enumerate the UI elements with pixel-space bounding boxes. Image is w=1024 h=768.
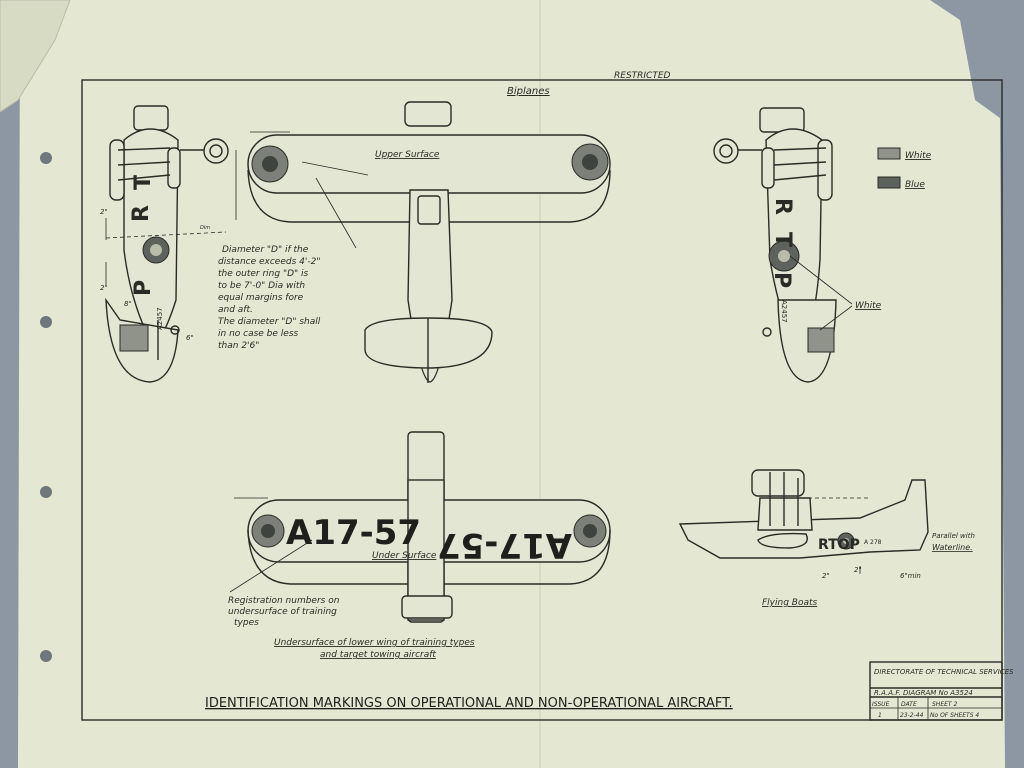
- punch-hole: [40, 650, 52, 662]
- side-letter-r-right: R: [770, 198, 795, 215]
- registration-right: A17-57: [437, 525, 572, 565]
- side-letter-t-right: T: [770, 232, 795, 247]
- right-side-view: T R P A2457 White: [713, 107, 882, 383]
- undersurface-note-line: Undersurface of lower wing of training t…: [274, 638, 475, 648]
- blue-swatch: [877, 176, 901, 189]
- top-view: Upper Surface: [235, 101, 611, 383]
- paper: [18, 0, 1005, 768]
- tb-diagram: R.A.A.F. DIAGRAM No A3524: [874, 689, 973, 697]
- upper-surface-label: Upper Surface: [375, 150, 440, 160]
- note-line: The diameter "D" shall: [218, 317, 321, 327]
- main-title: IDENTIFICATION MARKINGS ON OPERATIONAL A…: [205, 696, 733, 711]
- white-pointer-label: White: [855, 301, 882, 311]
- under-surface-view: A17-57 A17-57 Under Surface: [229, 431, 611, 623]
- reg-note-line: types: [234, 618, 259, 628]
- tb-value: No OF SHEETS 4: [930, 712, 979, 719]
- note-line: distance exceeds 4'-2": [218, 257, 320, 267]
- diameter-note: Diameter "D" if the distance exceeds 4'-…: [218, 245, 321, 351]
- under-surface-label: Under Surface: [372, 551, 437, 561]
- dim-6: 6": [186, 334, 194, 342]
- boat-dim-a: 2": [822, 572, 830, 580]
- legend-white: White: [905, 151, 932, 161]
- note-line: than 2'6": [218, 341, 259, 351]
- tb-value: 1: [878, 712, 882, 719]
- tb-header: SHEET 2: [932, 701, 957, 708]
- undersurface-note: Undersurface of lower wing of training t…: [274, 638, 475, 660]
- dim-8: 8": [124, 300, 132, 308]
- note-line: and aft.: [218, 305, 253, 315]
- flying-boat-view: RTOP A 278 2" 2" 6"min Parallel with Wat…: [678, 469, 975, 608]
- legend-blue: Blue: [905, 180, 925, 190]
- waterline-label: Waterline.: [932, 543, 973, 552]
- undersurface-note-line: and target towing aircraft: [320, 650, 436, 660]
- boat-letters: RTOP: [818, 537, 860, 553]
- flying-boats-label: Flying Boats: [762, 598, 818, 608]
- tb-authority: DIRECTORATE OF TECHNICAL SERVICES: [874, 668, 1014, 676]
- note-line: in no case be less: [218, 329, 299, 339]
- boat-serial: A 278: [864, 539, 882, 546]
- registration-left: A17-57: [286, 513, 421, 553]
- left-side-view: R T P A2457 2" 2" 8" 6" Dim: [100, 105, 229, 383]
- side-serial: A2457: [156, 307, 164, 330]
- tb-header: ISSUE: [872, 701, 890, 708]
- white-swatch: [877, 147, 901, 160]
- side-letter-r: R: [129, 205, 154, 222]
- punch-hole: [40, 152, 52, 164]
- side-serial-right: A2457: [780, 300, 788, 323]
- dim-2-a: 2": [100, 208, 108, 216]
- note-line: the outer ring "D" is: [218, 269, 309, 279]
- legend: White Blue: [877, 147, 932, 190]
- section-title: Biplanes: [507, 86, 550, 97]
- dim-2-b: 2": [100, 284, 108, 292]
- note-line: equal margins fore: [218, 293, 304, 303]
- side-letter-p: P: [131, 280, 156, 296]
- classification-mark: RESTRICTED: [614, 71, 671, 81]
- drawing-border: [81, 79, 1003, 721]
- parallel-label: Parallel with: [932, 532, 975, 540]
- note-line: to be 7'-0" Dia with: [218, 281, 305, 291]
- registration-note: Registration numbers on undersurface of …: [228, 596, 340, 628]
- punch-hole: [40, 316, 52, 328]
- folded-corner: [0, 0, 71, 113]
- boat-dim-b: 2": [854, 566, 862, 574]
- side-letter-p-right: P: [769, 272, 794, 288]
- note-line: Diameter "D" if the: [222, 245, 309, 255]
- boat-dim-c: 6"min: [900, 572, 921, 580]
- tb-header: DATE: [901, 701, 917, 708]
- dim-label: Dim: [200, 225, 210, 231]
- punch-hole: [40, 486, 52, 498]
- reg-note-line: Registration numbers on: [228, 596, 340, 606]
- side-letter-t: T: [131, 175, 156, 190]
- tb-value: 23-2-44: [900, 712, 924, 719]
- title-block: DIRECTORATE OF TECHNICAL SERVICES R.A.A.…: [869, 661, 1014, 721]
- reg-note-line: undersurface of training: [228, 607, 337, 617]
